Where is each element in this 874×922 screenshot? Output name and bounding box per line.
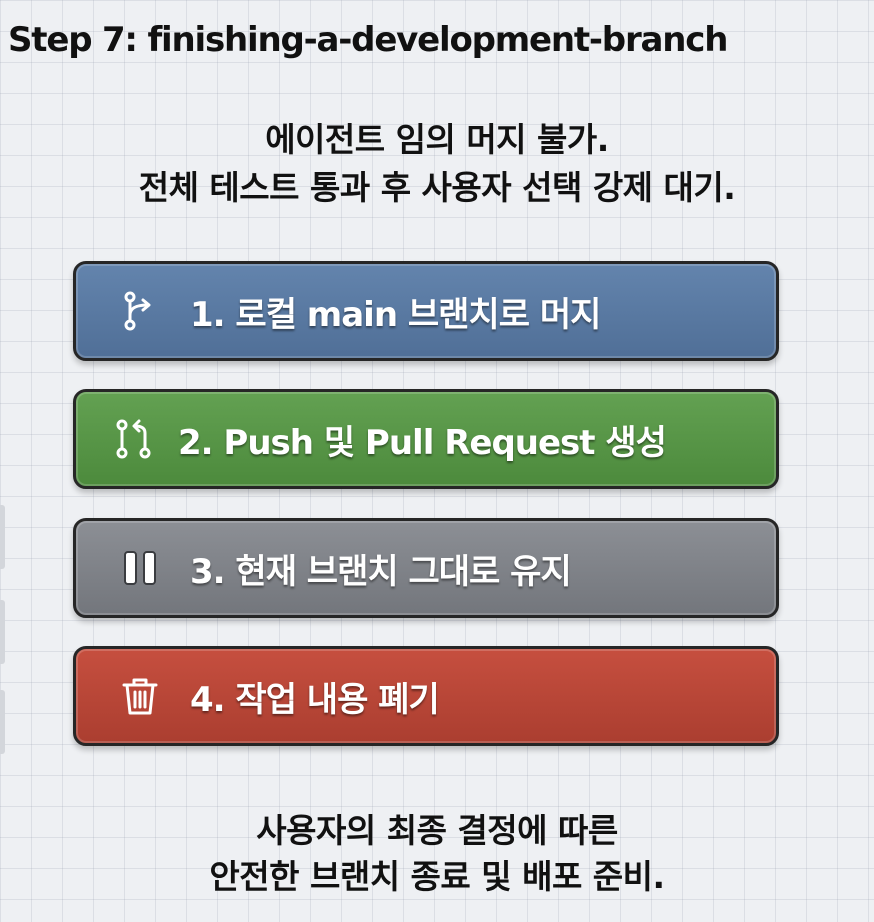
push-pull-request-button[interactable]: 2. Push 및 Pull Request 생성 xyxy=(73,389,779,489)
option-label: 3. 현재 브랜치 그대로 유지 xyxy=(190,551,572,592)
pause-icon xyxy=(118,546,162,590)
subtitle-line-2: 전체 테스트 통과 후 사용자 선택 강제 대기. xyxy=(138,168,736,207)
option-label: 2. Push 및 Pull Request 생성 xyxy=(178,422,667,463)
edge-tab xyxy=(0,505,5,569)
footer-line-1: 사용자의 최종 결정에 따른 xyxy=(256,811,618,850)
keep-branch-button[interactable]: 3. 현재 브랜치 그대로 유지 xyxy=(73,518,779,618)
discard-work-button[interactable]: 4. 작업 내용 폐기 xyxy=(73,646,779,746)
git-pull-request-icon xyxy=(112,417,156,461)
merge-local-main-button[interactable]: 1. 로컬 main 브랜치로 머지 xyxy=(73,261,779,361)
edge-tab xyxy=(0,600,5,664)
edge-tab xyxy=(0,690,5,754)
subtitle-line-1: 에이전트 임의 머지 불가. xyxy=(265,120,609,159)
footer-line-2: 안전한 브랜치 종료 및 배포 준비. xyxy=(209,857,665,896)
git-merge-icon xyxy=(118,289,162,333)
footer-note: 사용자의 최종 결정에 따른 안전한 브랜치 종료 및 배포 준비. xyxy=(0,808,874,900)
page-title: Step 7: finishing-a-development-branch xyxy=(8,20,728,60)
subtitle: 에이전트 임의 머지 불가. 전체 테스트 통과 후 사용자 선택 강제 대기. xyxy=(0,116,874,212)
option-label: 4. 작업 내용 폐기 xyxy=(190,679,440,720)
trash-icon xyxy=(118,674,162,718)
option-label: 1. 로컬 main 브랜치로 머지 xyxy=(190,294,601,335)
